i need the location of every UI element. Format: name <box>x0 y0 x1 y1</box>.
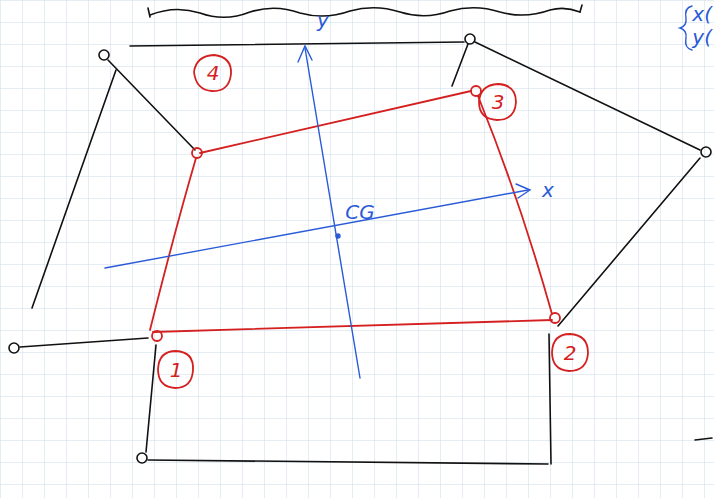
callout-number: 1 <box>170 360 183 380</box>
note-text: y( <box>692 27 712 47</box>
callout-number: 3 <box>492 92 505 112</box>
note-text: x( <box>692 4 712 24</box>
axis-label: x <box>542 180 554 200</box>
axis-label: y <box>317 10 329 30</box>
point-label: CG <box>345 202 374 222</box>
callout-number: 4 <box>207 63 220 83</box>
callout-number: 2 <box>564 343 577 363</box>
